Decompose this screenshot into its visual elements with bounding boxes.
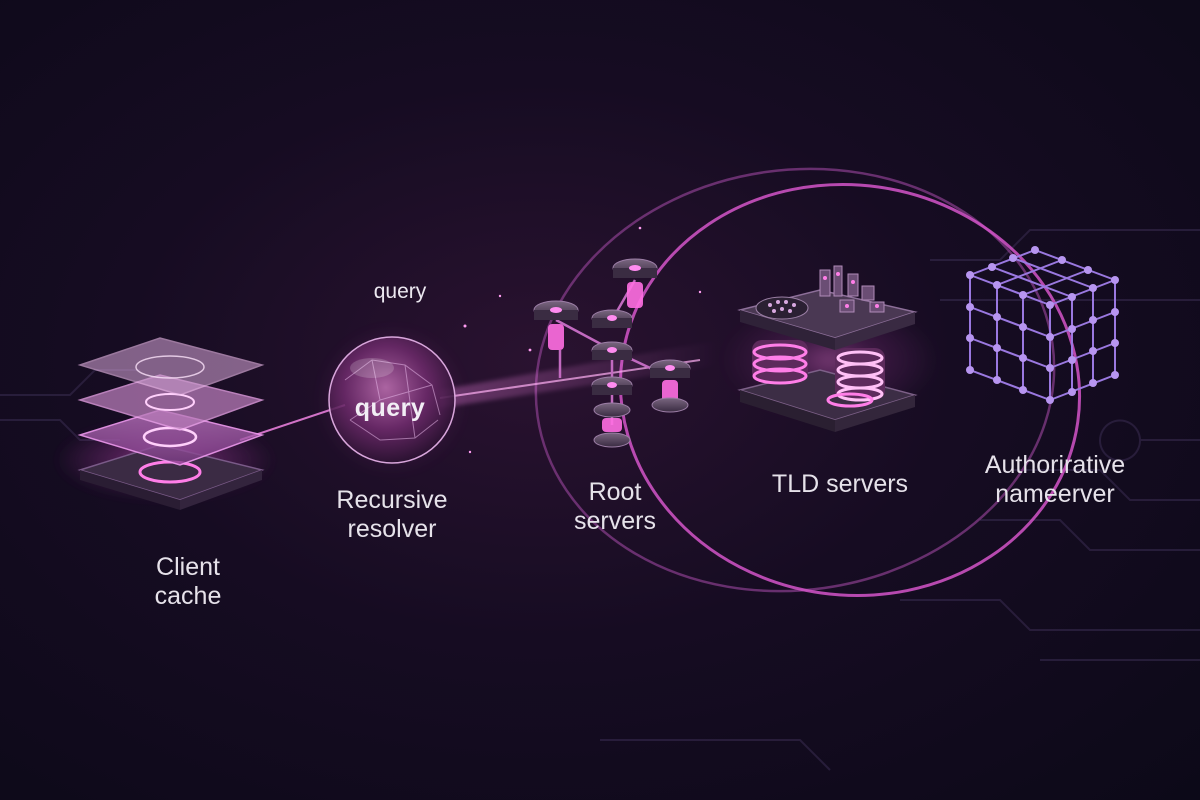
root-servers-label-line2: servers — [574, 506, 656, 535]
root-servers-label-line1: Root — [588, 478, 642, 506]
client-cache-label: Client cache — [108, 553, 268, 611]
authoritative-nameserver-label: Authorirative nameerver — [950, 451, 1160, 509]
client-cache-label-line1: Client — [156, 553, 220, 581]
recursive-resolver-label-line1: Recursive — [336, 486, 448, 514]
query-label-orb: query — [354, 394, 426, 422]
sparkle-dots-decoration — [463, 226, 702, 454]
recursive-resolver-label: Recursive resolver — [312, 486, 472, 544]
authoritative-label-line1: Authorirative — [984, 451, 1126, 479]
server-machine-icon — [720, 265, 940, 432]
tld-servers-label-line1: TLD servers — [771, 470, 909, 498]
authoritative-label-line2: nameerver — [995, 479, 1115, 508]
circuit-lines-decoration — [0, 229, 1200, 771]
root-servers-label: Root servers — [535, 478, 695, 536]
tld-servers-label: TLD servers — [740, 470, 940, 499]
query-label-above: query — [373, 280, 427, 303]
server-network-icon — [533, 258, 691, 448]
stacked-layers-icon — [55, 337, 275, 510]
lattice-cube-icon — [966, 246, 1119, 404]
client-cache-label-line2: cache — [154, 581, 222, 610]
query-beam — [239, 340, 720, 441]
recursive-resolver-label-line2: resolver — [347, 514, 437, 543]
glass-sphere-icon — [317, 325, 467, 475]
